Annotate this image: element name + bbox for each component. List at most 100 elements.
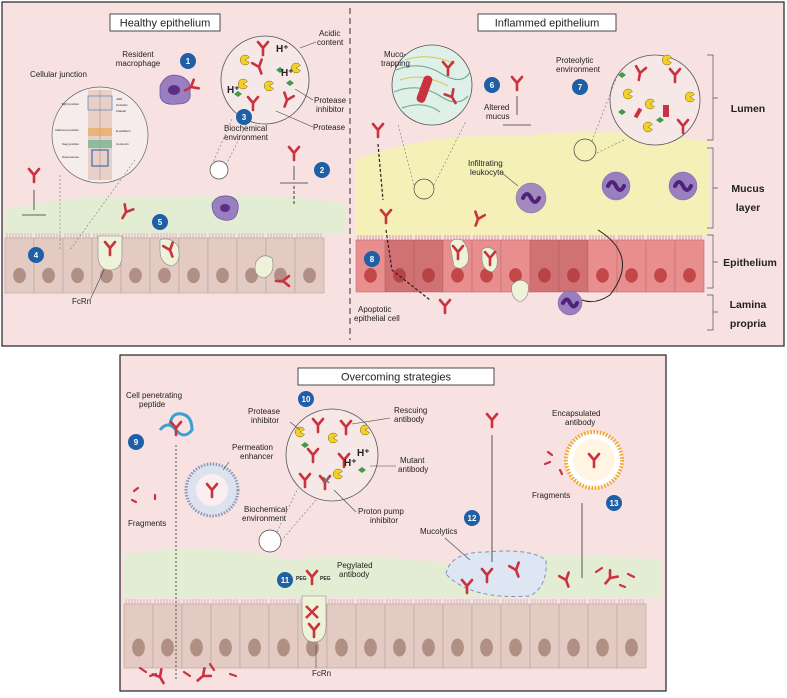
bottom-cell — [152, 599, 183, 669]
svg-text:3: 3 — [242, 113, 247, 122]
svg-text:10: 10 — [302, 395, 311, 404]
bottom-cell — [355, 599, 386, 669]
bottom-cell — [587, 599, 618, 669]
healthy-cell — [62, 233, 93, 294]
healthy-title: Healthy epithelium — [120, 18, 211, 30]
bottom-cell — [326, 599, 357, 669]
biochemical-environment-zoom: H⁺ H⁺ H⁺ — [220, 35, 310, 125]
badge-1: 1 — [180, 53, 196, 69]
badge-5: 5 — [152, 214, 168, 230]
healthy-cell — [120, 233, 151, 294]
mucolytic-zone — [445, 550, 547, 597]
healthy-cell — [294, 233, 325, 294]
badge-13: 13 — [606, 495, 622, 511]
svg-text:H⁺: H⁺ — [276, 44, 289, 55]
cellular-junction-zoom: Tight junction JAM Occludin Claudin Adhe… — [51, 86, 149, 184]
top-panel: Healthy epithelium Inflammed epithelium … — [1, 1, 785, 347]
svg-text:4: 4 — [34, 251, 39, 260]
svg-text:13: 13 — [610, 499, 619, 508]
junction-jam-label: JAM — [116, 97, 123, 101]
svg-text:PEG: PEG — [320, 576, 331, 582]
bottom-cell — [210, 599, 241, 669]
protease-label: Protease — [313, 123, 346, 132]
junction-tight-label: Tight junction — [61, 102, 79, 106]
badge-8: 8 — [364, 251, 380, 267]
svg-text:H⁺: H⁺ — [281, 68, 294, 79]
healthy-cell — [4, 233, 35, 294]
bottom-cell — [268, 599, 299, 669]
inflamed-cell — [587, 235, 618, 293]
svg-text:8: 8 — [370, 255, 375, 264]
damaged-cell-shade — [385, 240, 414, 292]
svg-text:1: 1 — [186, 57, 191, 66]
inflamed-cell — [616, 235, 647, 293]
healthy-cell — [178, 233, 209, 294]
resident-macrophage — [159, 74, 200, 105]
bottom-cell — [181, 599, 212, 669]
inflamed-cell — [413, 235, 444, 293]
bottom-cell — [616, 599, 647, 669]
cellular-junction-label: Cellular junction — [30, 70, 87, 79]
svg-text:12: 12 — [468, 514, 477, 523]
fragments-left-label: Fragments — [128, 519, 166, 528]
bottom-cell — [558, 599, 589, 669]
lumen-label: Lumen — [731, 103, 765, 115]
top-number-badges: 1 2 3 4 5 6 7 8 — [28, 53, 588, 267]
svg-text:6: 6 — [490, 81, 495, 90]
inflamed-cell — [645, 235, 676, 293]
healthy-cell — [33, 233, 64, 294]
epithelium-label: Epithelium — [723, 257, 777, 269]
badge-4: 4 — [28, 247, 44, 263]
infiltrating-leukocytes — [515, 171, 698, 316]
junction-adherens-label: Adherens junction — [55, 128, 79, 132]
bottom-epithelium-cells — [123, 599, 647, 669]
inflamed-cell — [529, 235, 560, 293]
svg-text:H⁺: H⁺ — [227, 85, 240, 96]
fcrn-label-healthy: FcRn — [72, 297, 91, 306]
bottom-cell — [471, 599, 502, 669]
badge-2: 2 — [314, 162, 330, 178]
junction-ecadherin-label: E-cadherin — [116, 129, 131, 133]
inflamed-title-box — [477, 13, 617, 32]
junction-gap-label: Gap junction — [62, 142, 79, 146]
badge-3: 3 — [236, 109, 252, 125]
cell-penetrating-peptide — [158, 412, 194, 437]
junction-occludin-label: Occludin — [116, 103, 128, 107]
bottom-cell — [123, 599, 154, 669]
damaged-cell-shade — [559, 240, 588, 292]
svg-text:5: 5 — [158, 218, 163, 227]
healthy-mucus-layer — [5, 195, 345, 234]
badge-10: 10 — [298, 391, 314, 407]
healthy-title-box — [109, 13, 221, 32]
healthy-epithelium-cells — [4, 233, 325, 294]
badge-7: 7 — [572, 79, 588, 95]
bottom-cell — [384, 599, 415, 669]
svg-text:11: 11 — [281, 576, 290, 585]
damaged-cell-shade — [530, 240, 559, 292]
fcrn-label-bottom: FcRn — [312, 669, 331, 678]
junction-desmosome-label: Desmosome — [62, 155, 79, 159]
mucolytics-label: Mucolytics — [420, 527, 457, 536]
proteolytic-environment-zoom — [609, 54, 701, 146]
strategies-title: Overcoming strategies — [341, 372, 452, 384]
svg-text:2: 2 — [320, 166, 325, 175]
permeation-enhancer — [184, 462, 240, 518]
inflamed-cell — [558, 235, 589, 293]
encapsulated-antibody — [564, 430, 624, 490]
